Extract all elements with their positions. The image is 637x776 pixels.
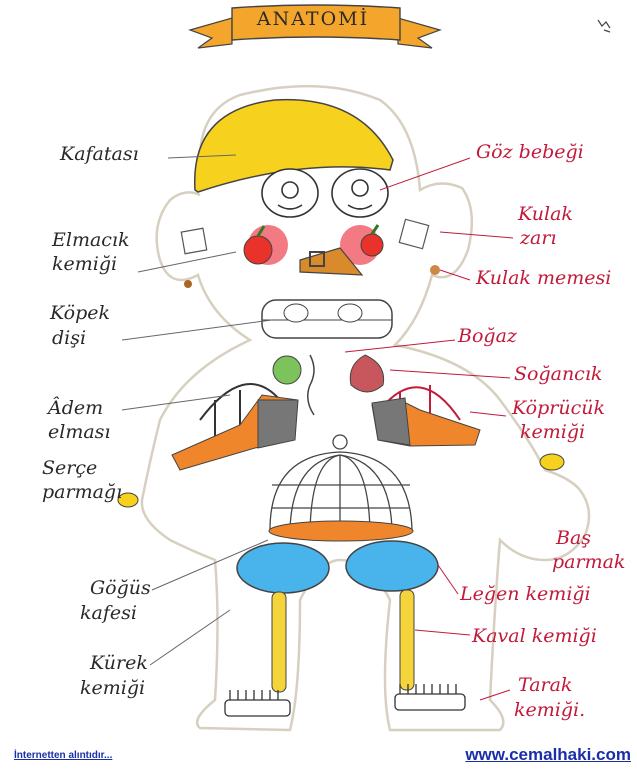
label-gogus-1: Göğüs <box>90 578 151 599</box>
left-shinbone <box>272 592 286 692</box>
label-gogus-2: kafesi <box>80 603 137 624</box>
left-shovel-blade <box>258 400 298 448</box>
site-link[interactable]: www.cemalhaki.com <box>465 745 631 765</box>
label-kurek-1: Kürek <box>90 653 148 674</box>
teeth-dogs <box>262 300 392 338</box>
label-bogaz: Boğaz <box>458 326 517 347</box>
label-kopek-1: Köpek <box>50 303 110 324</box>
left-dice <box>181 228 206 253</box>
right-shovel-blade <box>372 398 410 445</box>
birdcage-ribs <box>270 435 412 530</box>
label-kulak-2: zarı <box>520 228 557 249</box>
label-kopek-2: dişi <box>52 328 86 349</box>
adam-apple <box>273 356 301 384</box>
label-adem-2: elması <box>48 422 111 443</box>
right-apple <box>361 234 383 256</box>
label-legen: Leğen kemiği <box>460 584 591 605</box>
right-shinbone <box>400 590 414 690</box>
source-link[interactable]: İnternetten alıntıdır... <box>14 750 112 761</box>
label-tarak-2: kemiği. <box>514 700 585 721</box>
label-bas-1: Baş <box>556 528 591 549</box>
right-duck <box>540 454 564 470</box>
left-basin <box>237 543 329 593</box>
label-kopruck-1: Köprücük <box>512 398 605 419</box>
doodle-mark <box>598 20 610 32</box>
label-kopruck-2: kemiği <box>520 422 585 443</box>
label-kurek-2: kemiği <box>80 678 145 699</box>
label-bas-2: parmak <box>552 552 625 573</box>
left-earring <box>184 280 192 288</box>
eyes <box>262 169 388 217</box>
left-apple <box>244 236 272 264</box>
label-elmacik-2: kemiği <box>52 254 117 275</box>
left-comb-foot <box>225 690 290 716</box>
label-kaval: Kaval kemiği <box>472 626 597 647</box>
label-kulak-memesi: Kulak memesi <box>476 268 611 289</box>
onion <box>350 355 383 392</box>
label-adem-1: Âdem <box>48 398 103 419</box>
label-kulak-1: Kulak <box>518 204 573 225</box>
right-basin <box>346 541 438 591</box>
label-serce-1: Serçe <box>42 458 97 479</box>
label-elmacik-1: Elmacık <box>52 230 130 251</box>
label-kafatasi: Kafatası <box>60 144 139 165</box>
label-goz: Göz bebeği <box>476 142 584 163</box>
cage-base <box>269 521 413 541</box>
label-tarak-1: Tarak <box>518 675 572 696</box>
label-serce-2: parmağı <box>42 482 122 503</box>
label-sogancik: Soğancık <box>514 364 602 385</box>
page-title: ANATOMİ <box>218 8 408 30</box>
right-dice <box>399 219 428 248</box>
throat-line <box>308 355 314 415</box>
earlobe-dot <box>430 265 440 275</box>
